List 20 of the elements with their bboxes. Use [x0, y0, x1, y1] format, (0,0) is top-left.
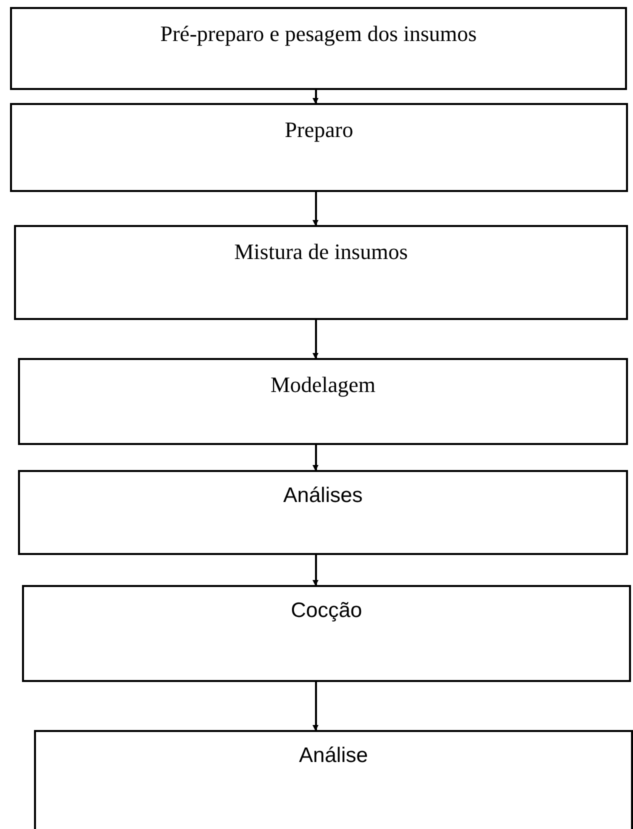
step-label: Modelagem — [270, 372, 376, 398]
process-box — [10, 7, 627, 90]
process-box — [18, 358, 628, 445]
arrow — [312, 90, 318, 104]
step-label: Preparo — [284, 117, 354, 143]
process-box — [14, 225, 628, 320]
arrow — [312, 445, 318, 471]
step-label: Análise — [299, 744, 368, 768]
process-box — [18, 470, 628, 555]
step-label: Mistura de insumos — [234, 239, 408, 265]
step-label: Pré-preparo e pesagem dos insumos — [160, 21, 477, 47]
step-label: Cocção — [290, 599, 362, 623]
process-box — [34, 730, 633, 829]
arrow — [312, 682, 318, 731]
arrow — [312, 192, 318, 226]
arrow — [312, 555, 318, 586]
process-box — [10, 103, 628, 192]
step-label: Análises — [283, 484, 363, 508]
arrow — [312, 320, 318, 359]
process-box — [22, 585, 631, 682]
